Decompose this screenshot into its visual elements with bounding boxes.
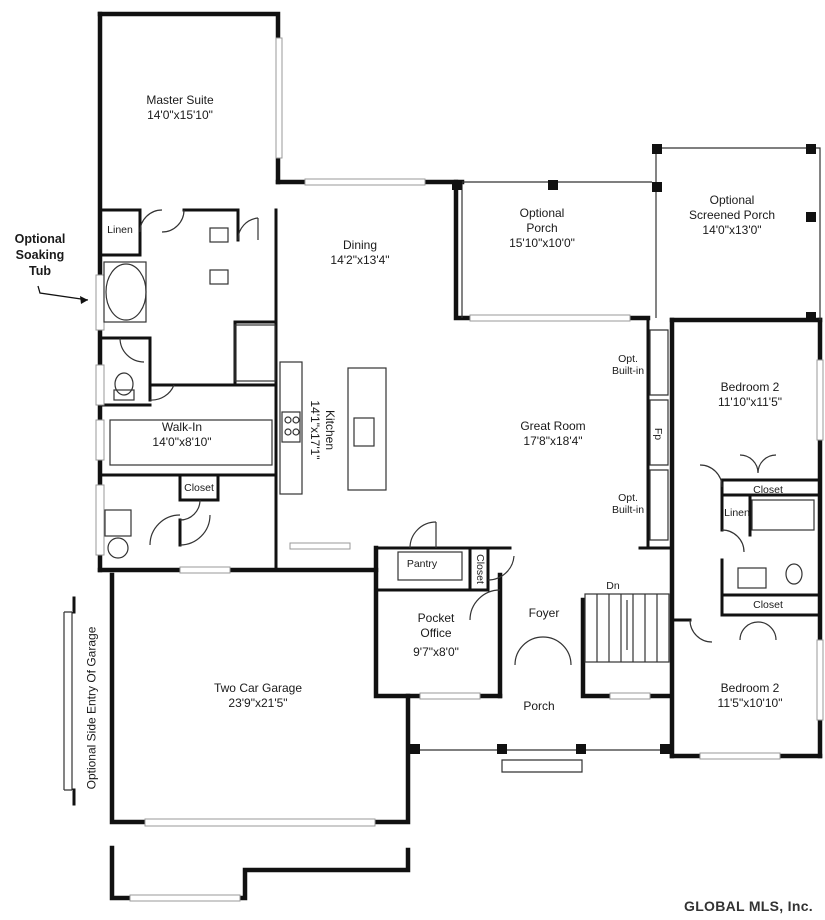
kitchen-name: Kitchen bbox=[323, 409, 337, 451]
pocket-office-line1: Pocket bbox=[417, 611, 455, 625]
stairs bbox=[584, 593, 670, 663]
screened-porch-line1: Optional bbox=[709, 193, 755, 207]
opt-builtin-top-line2: Built-in bbox=[611, 365, 645, 377]
pocket-office-dims: 9'7"x8'0" bbox=[413, 645, 459, 659]
foyer-label: Foyer bbox=[528, 606, 560, 620]
great-room-name: Great Room bbox=[520, 419, 586, 433]
walk-in-dims: 14'0"x8'10" bbox=[152, 435, 212, 449]
dining-dims: 14'2"x13'4" bbox=[330, 253, 390, 267]
closet-bedroom-a-label: Closet bbox=[753, 484, 783, 496]
walk-in-name: Walk-In bbox=[161, 420, 203, 434]
optional-porch-line1: Optional bbox=[519, 206, 565, 220]
interior-walls bbox=[98, 208, 822, 622]
bedroom-b-name: Bedroom 2 bbox=[720, 681, 780, 695]
opt-builtin-bottom-line1: Opt. bbox=[618, 492, 638, 504]
optional-porch-line2: Porch bbox=[526, 221, 558, 235]
opt-builtin-top-label: Opt. Built-in bbox=[612, 353, 644, 377]
dining-label: Dining 14'2"x13'4" bbox=[330, 238, 389, 268]
opt-builtin-bottom-line2: Built-in bbox=[611, 504, 645, 516]
fixtures bbox=[103, 227, 815, 589]
opt-builtin-top-line1: Opt. bbox=[618, 353, 638, 365]
soaking-tub-arrow bbox=[37, 285, 89, 304]
optional-soaking-line2: Soaking bbox=[15, 248, 65, 262]
dining-name: Dining bbox=[342, 238, 378, 252]
closet-bedroom-b-label: Closet bbox=[753, 599, 783, 611]
kitchen-label: Kitchen 14'1"x17'1" bbox=[307, 400, 337, 459]
master-suite-label: Master Suite 14'0"x15'10" bbox=[146, 93, 213, 123]
optional-soaking-line1: Optional bbox=[14, 232, 66, 246]
bedroom-b-dims: 11'5"x10'10" bbox=[717, 696, 783, 710]
screened-porch-label: Optional Screened Porch 14'0"x13'0" bbox=[689, 193, 775, 238]
pocket-office-label: Pocket Office 9'7"x8'0" bbox=[413, 611, 459, 660]
screened-porch-line2: Screened Porch bbox=[688, 208, 776, 222]
master-suite-name: Master Suite bbox=[146, 93, 214, 107]
stairs-down-label: Dn bbox=[606, 580, 620, 592]
garage-dims: 23'9"x21'5" bbox=[228, 696, 288, 710]
door-swings bbox=[119, 209, 777, 666]
optional-soaking-tub-label: Optional Soaking Tub bbox=[15, 231, 66, 279]
closet-laundry-label: Closet bbox=[184, 482, 214, 494]
optional-porch-dims: 15'10"x10'0" bbox=[509, 236, 575, 250]
bedroom-b-label: Bedroom 2 11'5"x10'10" bbox=[718, 681, 783, 711]
walk-in-label: Walk-In 14'0"x8'10" bbox=[152, 420, 211, 450]
great-room-label: Great Room 17'8"x18'4" bbox=[520, 419, 585, 449]
great-room-dims: 17'8"x18'4" bbox=[523, 434, 583, 448]
pocket-office-line2: Office bbox=[420, 626, 452, 640]
watermark: GLOBAL MLS, Inc. bbox=[684, 898, 813, 914]
garage-name: Two Car Garage bbox=[213, 681, 303, 695]
pantry-label: Pantry bbox=[406, 558, 438, 570]
optional-porch-label: Optional Porch 15'10"x10'0" bbox=[509, 206, 575, 251]
closet-foyer-label: Closet bbox=[474, 554, 486, 584]
porch-label: Porch bbox=[523, 699, 555, 713]
exterior-walls bbox=[97, 11, 823, 901]
bedroom-a-label: Bedroom 2 11'10"x11'5" bbox=[718, 380, 782, 410]
side-entry-garage-label: Optional Side Entry Of Garage bbox=[84, 626, 99, 790]
kitchen-dims: 14'1"x17'1" bbox=[308, 400, 322, 460]
bedroom-a-dims: 11'10"x11'5" bbox=[717, 395, 783, 409]
linen-master-label: Linen bbox=[107, 224, 133, 236]
linen-bath-label: Linen bbox=[724, 507, 750, 519]
screened-porch-dims: 14'0"x13'0" bbox=[702, 223, 762, 237]
optional-soaking-line3: Tub bbox=[29, 264, 51, 278]
fireplace-label: Fp bbox=[652, 427, 664, 441]
opt-builtin-bottom-label: Opt. Built-in bbox=[612, 492, 644, 516]
bedroom-a-name: Bedroom 2 bbox=[720, 380, 780, 394]
side-entry-door bbox=[63, 596, 76, 806]
windows bbox=[95, 37, 824, 902]
garage-label: Two Car Garage 23'9"x21'5" bbox=[214, 681, 302, 711]
porch-outlines bbox=[410, 144, 821, 773]
master-suite-dims: 14'0"x15'10" bbox=[147, 108, 213, 122]
